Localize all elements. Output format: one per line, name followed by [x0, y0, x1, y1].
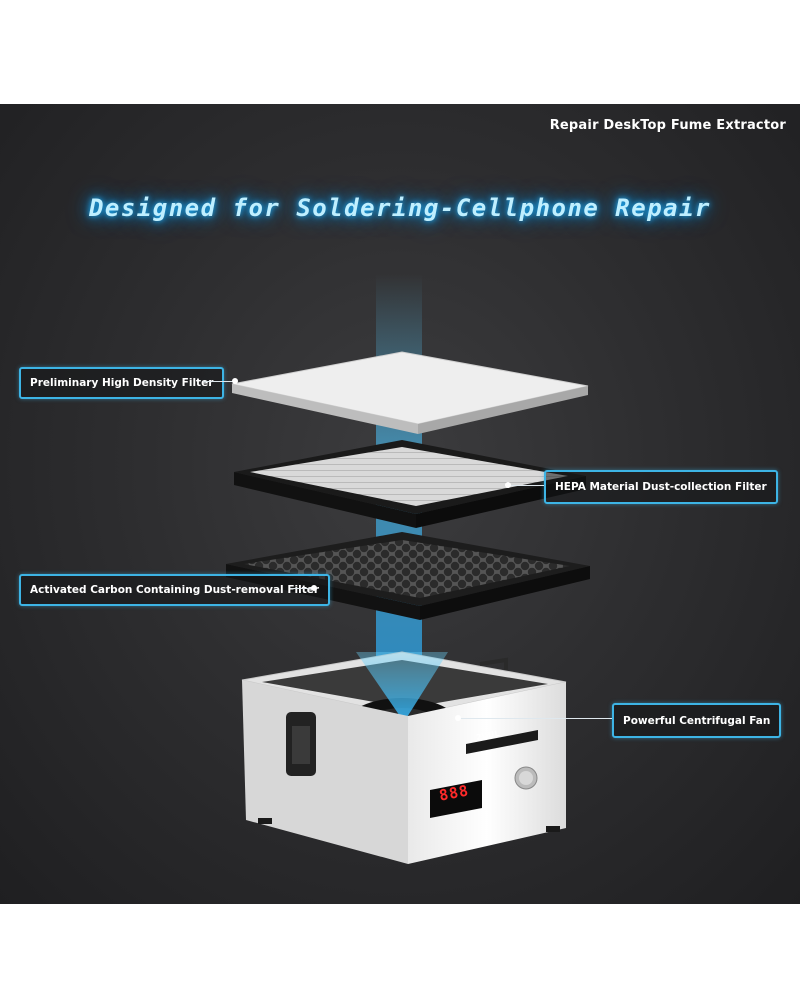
product-image-panel: Repair DeskTop Fume Extractor Designed f…: [0, 104, 800, 904]
callout-carbon-filter: Activated Carbon Containing Dust-removal…: [19, 574, 331, 606]
leader-dot-hepa: [505, 482, 511, 488]
leader-fan: [458, 718, 612, 719]
leader-dot-fan: [455, 715, 461, 721]
leader-carbon: [290, 588, 314, 589]
leader-hepa: [508, 485, 544, 486]
callout-fan: Powerful Centrifugal Fan: [612, 703, 782, 738]
brand-badge: [466, 730, 538, 754]
hepa-filter-layer: [234, 440, 586, 528]
preliminary-filter-layer: [231, 351, 589, 434]
product-caption: Repair DeskTop Fume Extractor: [549, 118, 786, 133]
leader-preliminary: [203, 381, 235, 382]
airflow-cone: [356, 652, 448, 722]
headline: Designed for Soldering-Cellphone Repair: [88, 194, 712, 222]
callout-hepa-label: HEPA Material Dust-collection Filter: [555, 481, 767, 493]
callout-preliminary-filter: Preliminary High Density Filter: [19, 367, 225, 399]
callout-fan-label: Powerful Centrifugal Fan: [623, 714, 771, 727]
leader-dot-carbon: [311, 585, 317, 591]
digital-display: [430, 780, 482, 818]
leader-dot-preliminary: [232, 378, 238, 384]
callout-hepa-filter: HEPA Material Dust-collection Filter: [544, 470, 778, 504]
fan-base-unit: [241, 651, 567, 864]
callout-carbon-label: Activated Carbon Containing Dust-removal…: [30, 584, 320, 596]
exploded-filter-illustration: [226, 274, 590, 864]
callout-preliminary-label: Preliminary High Density Filter: [30, 377, 214, 389]
